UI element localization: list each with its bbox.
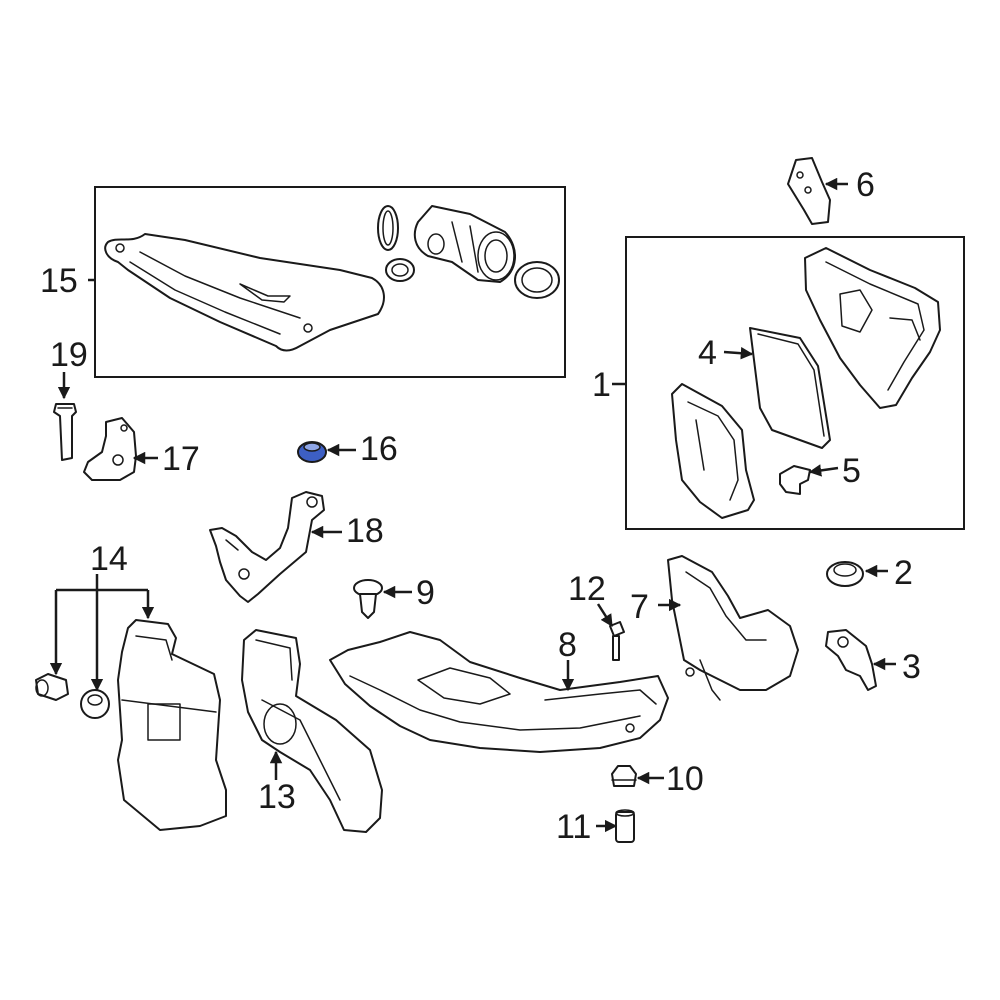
part-15-intake-duct[interactable] [104, 233, 385, 352]
callout-8: 8 [558, 626, 577, 664]
callout-19: 19 [50, 336, 88, 374]
callout-10: 10 [666, 760, 704, 798]
leader-4 [723, 346, 754, 360]
part-19-stud[interactable] [53, 403, 77, 461]
callout-13: 13 [258, 778, 296, 816]
group-box-15 [94, 186, 566, 378]
part-16-grommet[interactable] [297, 441, 327, 463]
callout-11: 11 [556, 808, 591, 846]
leader-12 [596, 603, 614, 628]
part-15-air-hose[interactable] [413, 205, 517, 283]
callout-2: 2 [894, 554, 913, 592]
callout-15: 15 [40, 262, 78, 300]
callout-5: 5 [842, 452, 861, 490]
callout-7: 7 [630, 588, 649, 626]
callouts: 15 1 6 4 5 2 3 7 8 12 9 18 16 19 17 14 1… [40, 166, 921, 846]
part-11-sleeve[interactable] [615, 809, 635, 843]
part-6-bracket[interactable] [787, 157, 831, 225]
part-4-air-filter[interactable] [749, 327, 831, 449]
part-15-clamp-lower[interactable] [385, 258, 415, 282]
callout-6: 6 [856, 166, 875, 204]
callout-3: 3 [902, 648, 921, 686]
part-1-air-box-upper[interactable] [804, 247, 941, 409]
callout-12: 12 [568, 570, 606, 608]
callout-9: 9 [416, 574, 435, 612]
part-14-cover[interactable] [117, 619, 227, 831]
callout-18: 18 [346, 512, 384, 550]
part-15-clamp-upper[interactable] [377, 205, 399, 251]
part-10-grommet[interactable] [611, 765, 637, 787]
callout-4: 4 [698, 334, 717, 372]
part-18-bracket[interactable] [209, 491, 325, 603]
leader-lines [49, 177, 896, 833]
part-8-duct[interactable] [329, 631, 669, 753]
part-5-clip[interactable] [779, 465, 811, 495]
part-13-duct[interactable] [241, 629, 383, 833]
callout-16: 16 [360, 430, 398, 468]
part-9-push-clip[interactable] [353, 579, 383, 619]
part-1-air-box-lower[interactable] [671, 383, 755, 519]
part-3-bracket[interactable] [825, 629, 877, 691]
part-14-grommet[interactable] [80, 689, 110, 719]
callout-1: 1 [592, 366, 611, 404]
leader-5 [808, 464, 839, 477]
part-2-grommet[interactable] [826, 561, 864, 587]
part-7-duct[interactable] [667, 555, 799, 701]
callout-17: 17 [162, 440, 200, 478]
part-14-collar[interactable] [35, 673, 69, 701]
part-17-bracket[interactable] [83, 417, 137, 481]
part-15-clamp-right[interactable] [514, 261, 560, 299]
callout-14: 14 [90, 540, 128, 578]
part-12-bolt[interactable] [609, 621, 625, 661]
